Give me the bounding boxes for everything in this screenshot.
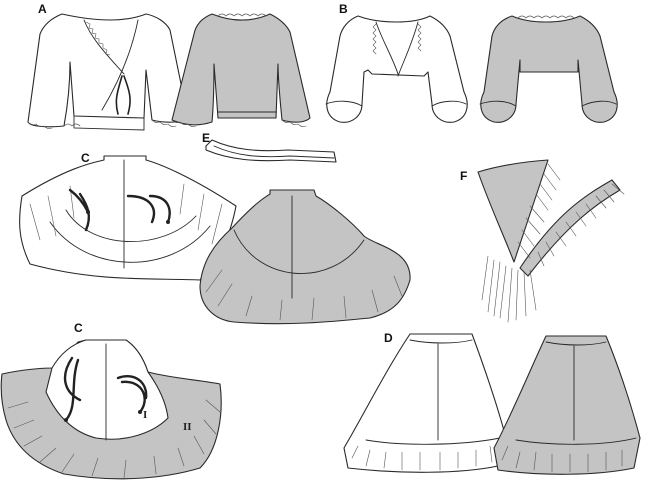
- skirt-c-top-back: [199, 189, 411, 325]
- belt-e: [205, 139, 337, 163]
- view-label-a: A: [38, 2, 47, 16]
- tier-label-two: II: [183, 421, 192, 433]
- skirt-d-back: [493, 335, 641, 475]
- view-label-c-top: C: [81, 151, 90, 165]
- tier-label-one: I: [143, 409, 148, 421]
- view-label-c-bottom: C: [74, 321, 83, 335]
- view-label-d: D: [384, 331, 393, 345]
- blouse-b-back: [479, 15, 618, 123]
- view-label-e: E: [202, 131, 211, 145]
- skirt-c-top-front: [19, 155, 237, 281]
- view-label-f: F: [460, 169, 468, 183]
- blouse-b-front: [325, 15, 468, 123]
- blouse-a-back: [171, 13, 311, 127]
- scarf-f: [477, 159, 625, 323]
- skirt-d-front: [343, 333, 507, 473]
- blouse-a-front: [27, 13, 189, 131]
- view-label-b: B: [339, 2, 348, 16]
- skirt-c-bottom: [0, 339, 222, 480]
